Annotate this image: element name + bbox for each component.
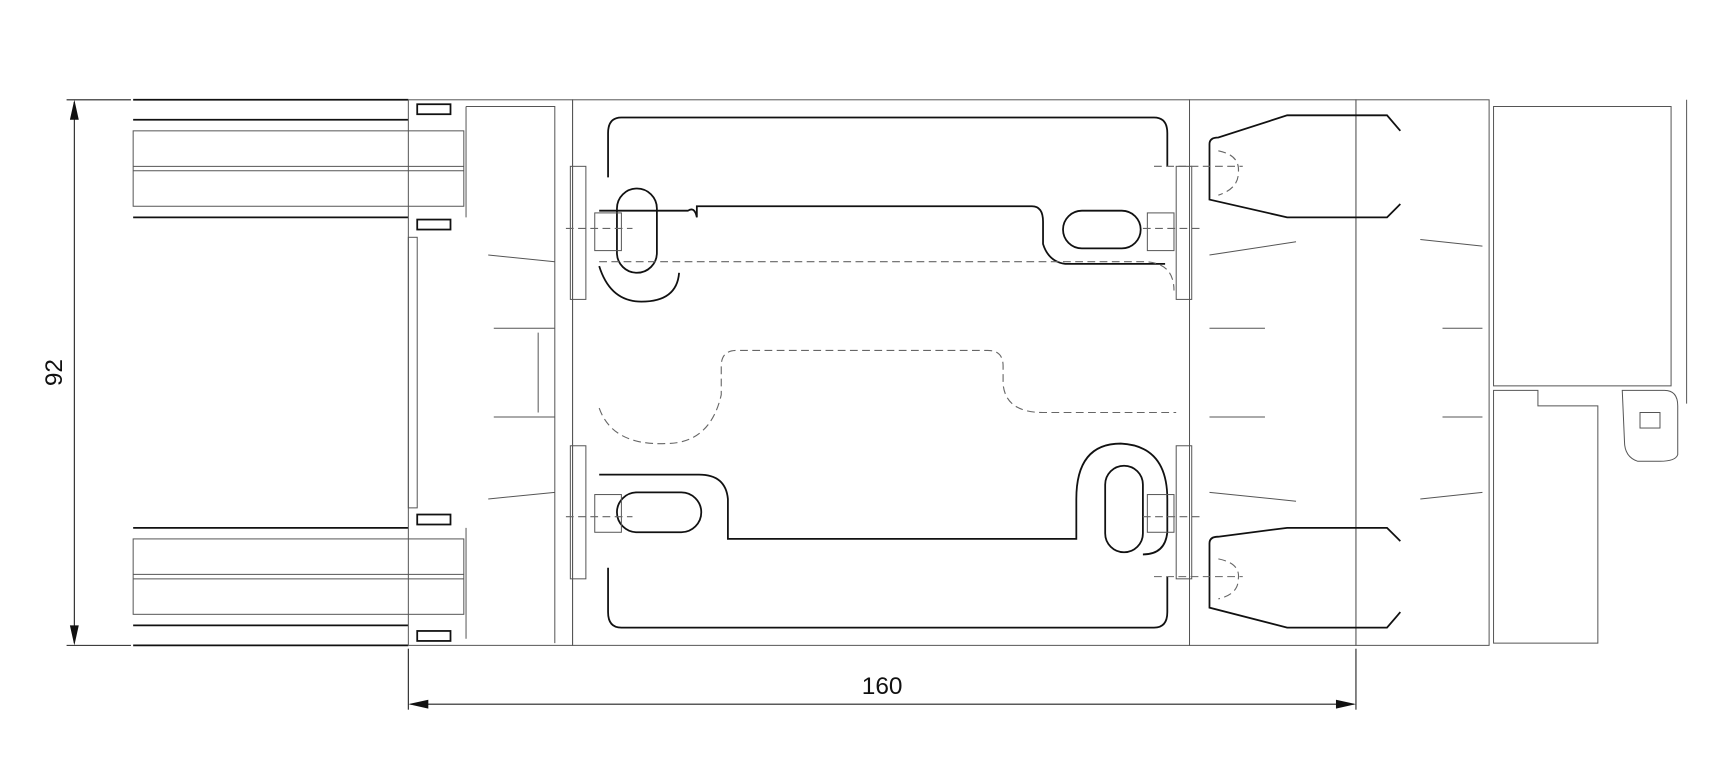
height-dimension-label: 92: [41, 359, 68, 386]
width-dimension: 160: [407, 648, 1357, 710]
right-profile: [1154, 99, 1688, 646]
arrow-left-icon: [408, 699, 429, 709]
width-dimension-label: 160: [862, 673, 903, 700]
arrow-right-icon: [1335, 699, 1356, 709]
arrow-down-icon: [69, 625, 79, 646]
arrow-up-icon: [69, 99, 79, 120]
center-profile: [565, 99, 1201, 646]
left-profile: [407, 99, 587, 646]
height-dimension: 92: [41, 99, 131, 646]
glazing-panels: [132, 98, 465, 647]
